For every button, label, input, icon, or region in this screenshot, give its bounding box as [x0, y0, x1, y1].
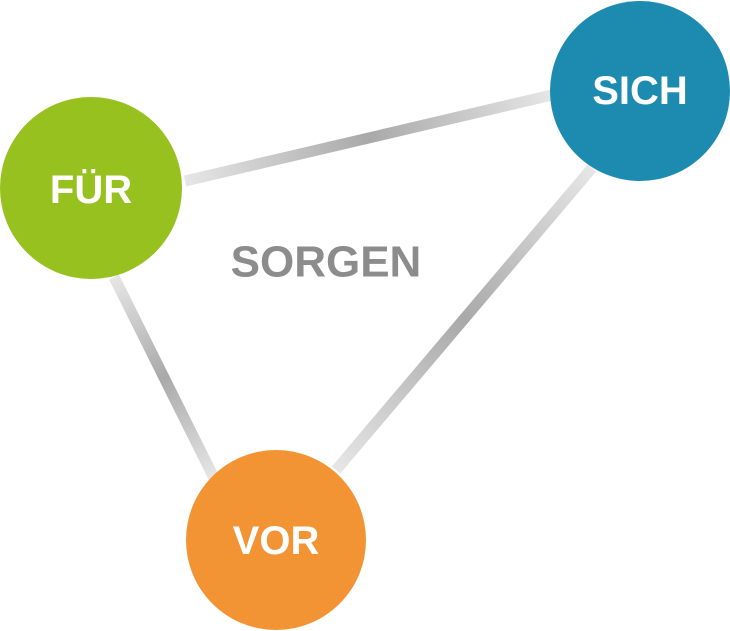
node-fuer-circle — [0, 97, 182, 279]
node-sich: SICH — [550, 1, 730, 181]
connector-fuer-vor — [109, 274, 219, 481]
node-fuer-label: FÜR — [50, 167, 132, 212]
node-vor: VOR — [186, 450, 366, 630]
connector-fuer-sich — [183, 89, 554, 187]
center-label: SORGEN — [231, 238, 422, 287]
node-sich-label: SICH — [592, 69, 688, 113]
node-vor-circle — [186, 450, 366, 630]
node-fuer: FÜR — [0, 97, 182, 279]
connector-sich-vor — [331, 164, 597, 474]
node-sich-circle — [550, 1, 730, 181]
node-vor-label: VOR — [233, 519, 320, 563]
